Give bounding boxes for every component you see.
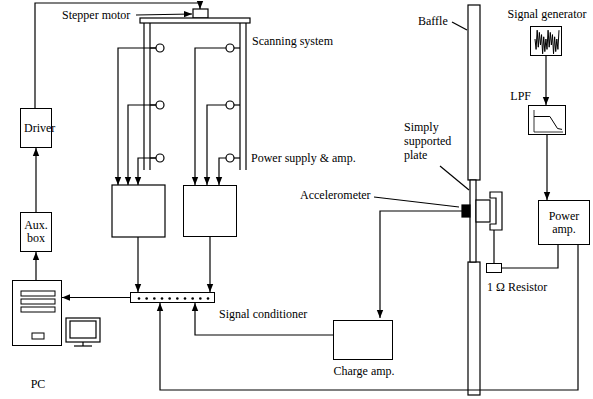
signal-connector: [62, 297, 130, 298]
scanner-arm: [239, 23, 240, 170]
microphone: [226, 44, 240, 162]
shaker: [476, 192, 502, 230]
pc-tower-symbol: [13, 281, 61, 345]
pc-monitor: [66, 318, 100, 346]
baffle: [468, 262, 480, 395]
microphone: [150, 44, 164, 162]
signal-connector: [546, 135, 547, 200]
leader-line: [136, 14, 192, 15]
power-amp-box: Power amp.: [538, 200, 590, 245]
signal-wire: [137, 237, 138, 292]
signal-conditioner-symbol: [131, 293, 214, 302]
box-text: Power amp.: [542, 210, 586, 236]
signal-connector: [502, 245, 558, 268]
baffle: [468, 5, 480, 180]
accelerometer: [462, 205, 470, 217]
leader-line: [452, 22, 467, 30]
amplifier-box: Power supply & amp.: [183, 185, 237, 237]
signal-conditioner: Signal conditioner: [130, 292, 215, 303]
signal-connector: [545, 56, 546, 105]
part-label: Baffle: [418, 14, 448, 28]
resistor: 1 Ω Resistor: [486, 263, 502, 273]
scanner-arm: [245, 23, 246, 170]
part-label: Scanning system: [252, 34, 333, 48]
low-pass-filter-symbol: [529, 106, 565, 134]
signal-connector: [195, 303, 333, 335]
signal-connector: [160, 245, 578, 390]
signal-generator-symbol: [531, 27, 561, 55]
signal-connector: [209, 237, 210, 292]
scanner-arm: [149, 23, 150, 170]
scanner-bar: [140, 18, 250, 23]
box-label: PC: [31, 377, 46, 391]
box-label: 1 Ω Resistor: [487, 280, 547, 294]
leader-line: [440, 166, 469, 190]
part-label: Stepper motor: [62, 8, 130, 22]
box-label: LPF: [510, 89, 531, 103]
shaker-wire: [493, 230, 494, 263]
charge-amp-box: Charge amp.: [333, 320, 393, 360]
box-text: Aux. box: [24, 219, 48, 245]
microphone-wire: [118, 48, 226, 185]
box-label: Signal conditioner: [219, 307, 307, 321]
amplifier-box: [112, 185, 165, 237]
signal-connector: [35, 148, 36, 212]
accelerometer-wire: [380, 211, 462, 318]
box-text: Driver: [24, 122, 48, 135]
driver-box: Driver: [20, 108, 52, 148]
low-pass-filter: LPF: [528, 105, 566, 135]
box-label: Power supply & amp.: [251, 151, 356, 165]
motor-wire: [35, 3, 200, 108]
signal-generator: Signal generator: [530, 26, 562, 56]
part-label: Accelerometer: [300, 188, 371, 202]
signal-connector: [35, 252, 36, 280]
box-label: Signal generator: [508, 7, 587, 21]
simply-supported-plate: [470, 180, 476, 262]
pc-tower: PC: [12, 280, 62, 346]
box-label: Charge amp.: [333, 364, 394, 378]
aux-box: Aux. box: [20, 212, 52, 252]
stepper-motor: [193, 9, 208, 18]
part-label: Simply supported plate: [404, 120, 464, 162]
scanner-arm: [143, 23, 144, 170]
leader-line: [374, 197, 459, 207]
